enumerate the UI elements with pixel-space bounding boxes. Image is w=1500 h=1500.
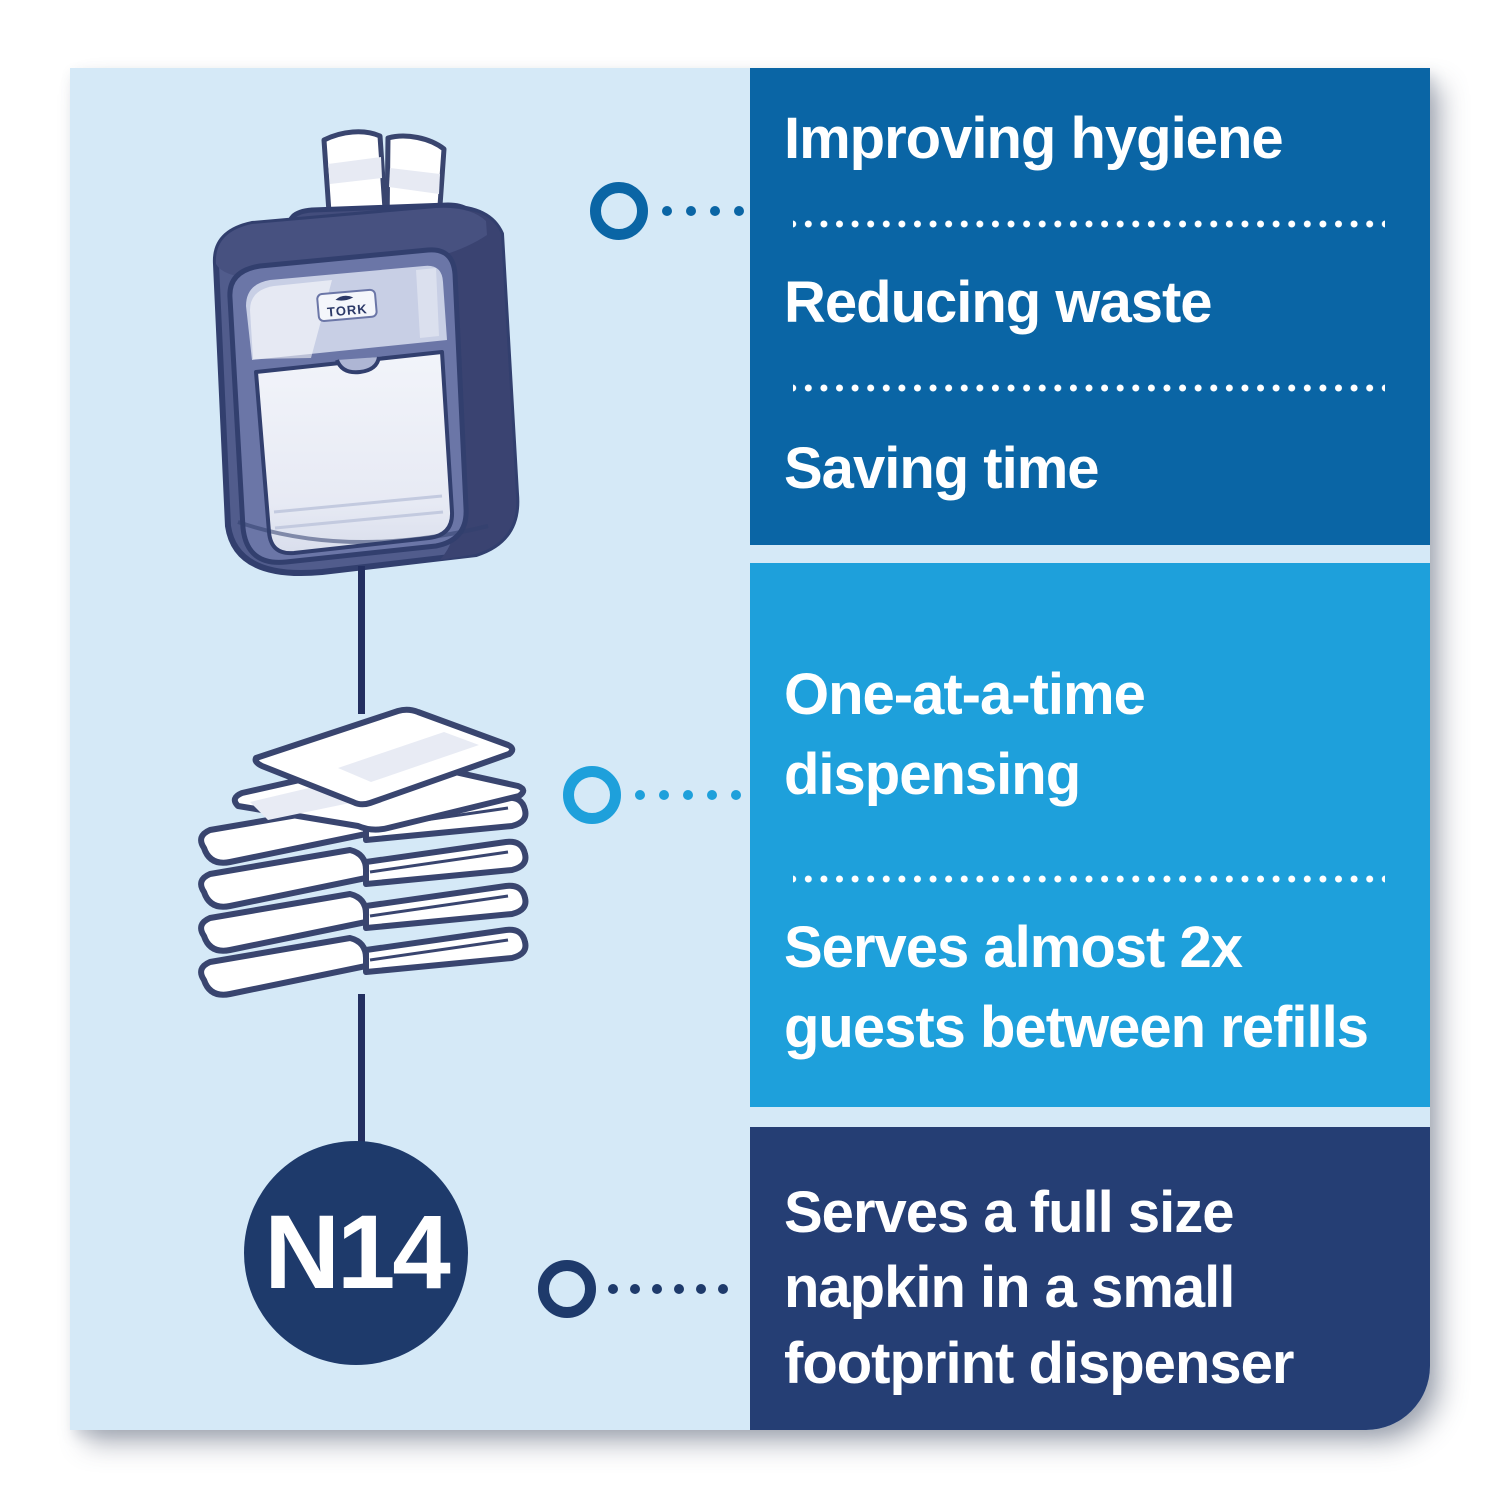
feature-text: Serves a full size napkin in a small foo…: [784, 1180, 1294, 1396]
napkin-stack-illustration: [198, 706, 529, 998]
dotted-separator: [793, 384, 1385, 392]
tork-logo-text: TORK: [327, 301, 369, 319]
napkin-dispenser-illustration: TORK: [212, 129, 520, 576]
panel-benefits: Improving hygiene Reducing waste Saving …: [750, 68, 1430, 545]
benefit-text: Reducing waste: [784, 270, 1213, 335]
benefit-text: Saving time: [784, 436, 1100, 501]
dotted-separator: [793, 875, 1385, 883]
folded-napkin-layers: [198, 706, 529, 998]
feature-text: One-at-a-time dispensing: [784, 662, 1146, 808]
dotted-separator: [793, 220, 1385, 228]
leader-footprint: [538, 1260, 728, 1318]
benefit-text: Improving hygiene: [784, 106, 1284, 171]
leader-benefits: [590, 182, 744, 240]
dispenser-body: TORK: [212, 204, 520, 576]
feature-text: Serves almost 2x guests between refills: [784, 915, 1369, 1061]
pulled-napkin: [252, 706, 516, 808]
leader-ring-icon: [590, 182, 648, 240]
connector-line-bottom: [358, 994, 365, 1146]
system-badge: N14: [244, 1141, 468, 1365]
leader-dispensing: [563, 766, 741, 824]
panel-footprint: Serves a full size napkin in a small foo…: [750, 1127, 1430, 1430]
connector-line-top: [358, 566, 365, 714]
leader-ring-icon: [563, 766, 621, 824]
system-badge-label: N14: [264, 1194, 451, 1311]
infographic-card: TORK: [70, 68, 1430, 1430]
panel-dispensing: One-at-a-time dispensing Serves almost 2…: [750, 563, 1430, 1107]
tork-logo-badge: TORK: [316, 288, 378, 322]
leader-ring-icon: [538, 1260, 596, 1318]
